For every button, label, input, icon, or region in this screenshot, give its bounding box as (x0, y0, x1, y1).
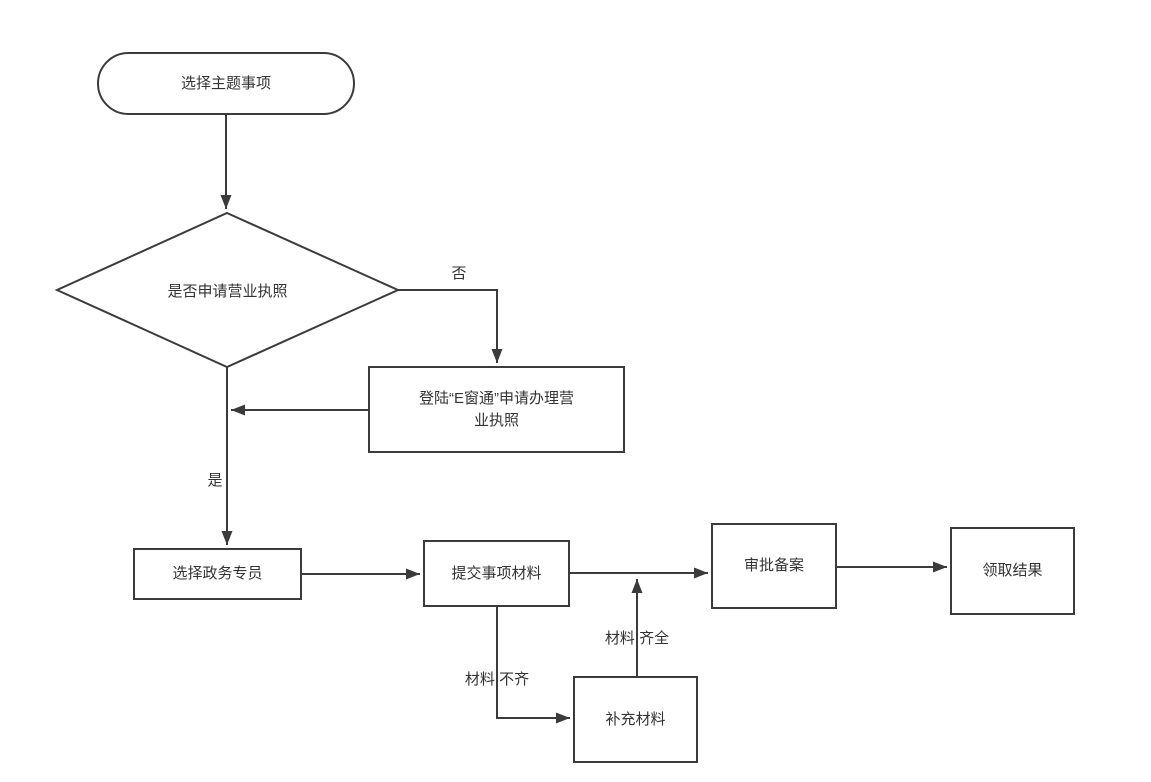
node-supplement-materials: 补充材料 (573, 676, 698, 763)
node-submit-materials: 提交事项材料 (423, 540, 570, 607)
edge-submit-to-supplement (496, 607, 570, 724)
edge-label-yes: 是 (207, 472, 223, 489)
node-select-specialist: 选择政务专员 (133, 548, 302, 600)
edge-label-no: 否 (451, 265, 467, 282)
edge-decision-no (398, 289, 503, 363)
edge-label-materials-incomplete: 材料 不齐 (464, 671, 530, 688)
node-start-terminator: 选择主题事项 (97, 52, 355, 115)
node-approval-filing: 审批备案 (711, 523, 837, 609)
node-decision-label: 是否申请营业执照 (167, 282, 288, 300)
edge-label-materials-complete: 材料 齐全 (604, 630, 670, 647)
node-receive-result: 领取结果 (950, 527, 1075, 615)
node-ewindow-process: 登陆“E窗通”申请办理营 业执照 (368, 366, 625, 453)
